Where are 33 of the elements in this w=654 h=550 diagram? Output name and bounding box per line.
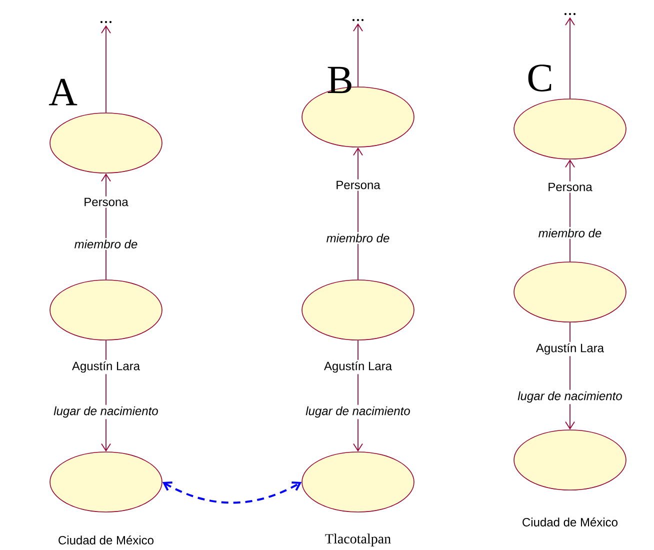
node-label: Agustín Lara	[322, 360, 394, 374]
ellipse	[302, 452, 414, 512]
arrow	[101, 25, 111, 114]
ellipse	[514, 430, 626, 490]
ellipse	[514, 262, 626, 322]
edge-label: miembro de	[74, 240, 138, 248]
node-label: Persona	[334, 179, 382, 191]
panel-letter: C	[528, 64, 552, 92]
ellipse	[50, 280, 162, 340]
node-label: Ciudad de México	[56, 534, 156, 546]
panel-letter: B	[328, 66, 352, 94]
ellipsis-text: ...	[564, 12, 576, 16]
node-label: Agustín Lara	[534, 342, 606, 356]
edge-label: lugar de nacimiento	[54, 406, 158, 418]
ellipse	[50, 452, 162, 512]
ellipsis-text: ...	[352, 18, 364, 22]
panel-letter: A	[48, 78, 78, 106]
edge-label: miembro de	[538, 228, 602, 238]
arrow	[162, 482, 302, 504]
arrow	[565, 17, 575, 100]
edge-label: lugar de nacimiento	[518, 391, 622, 403]
ellipse	[50, 112, 162, 174]
node-label: Persona	[82, 196, 130, 208]
node-label: Agustín Lara	[70, 360, 142, 374]
edge-label: lugar de nacimiento	[306, 406, 410, 418]
ellipse	[514, 98, 626, 160]
node-label: Tlacotalpan	[323, 532, 393, 548]
ellipse	[302, 280, 414, 340]
node-label: Persona	[546, 181, 594, 193]
ellipsis-text: ...	[100, 20, 112, 24]
arrow	[353, 23, 363, 88]
edge-label: miembro de	[326, 234, 390, 242]
node-label: Ciudad de México	[520, 516, 620, 528]
